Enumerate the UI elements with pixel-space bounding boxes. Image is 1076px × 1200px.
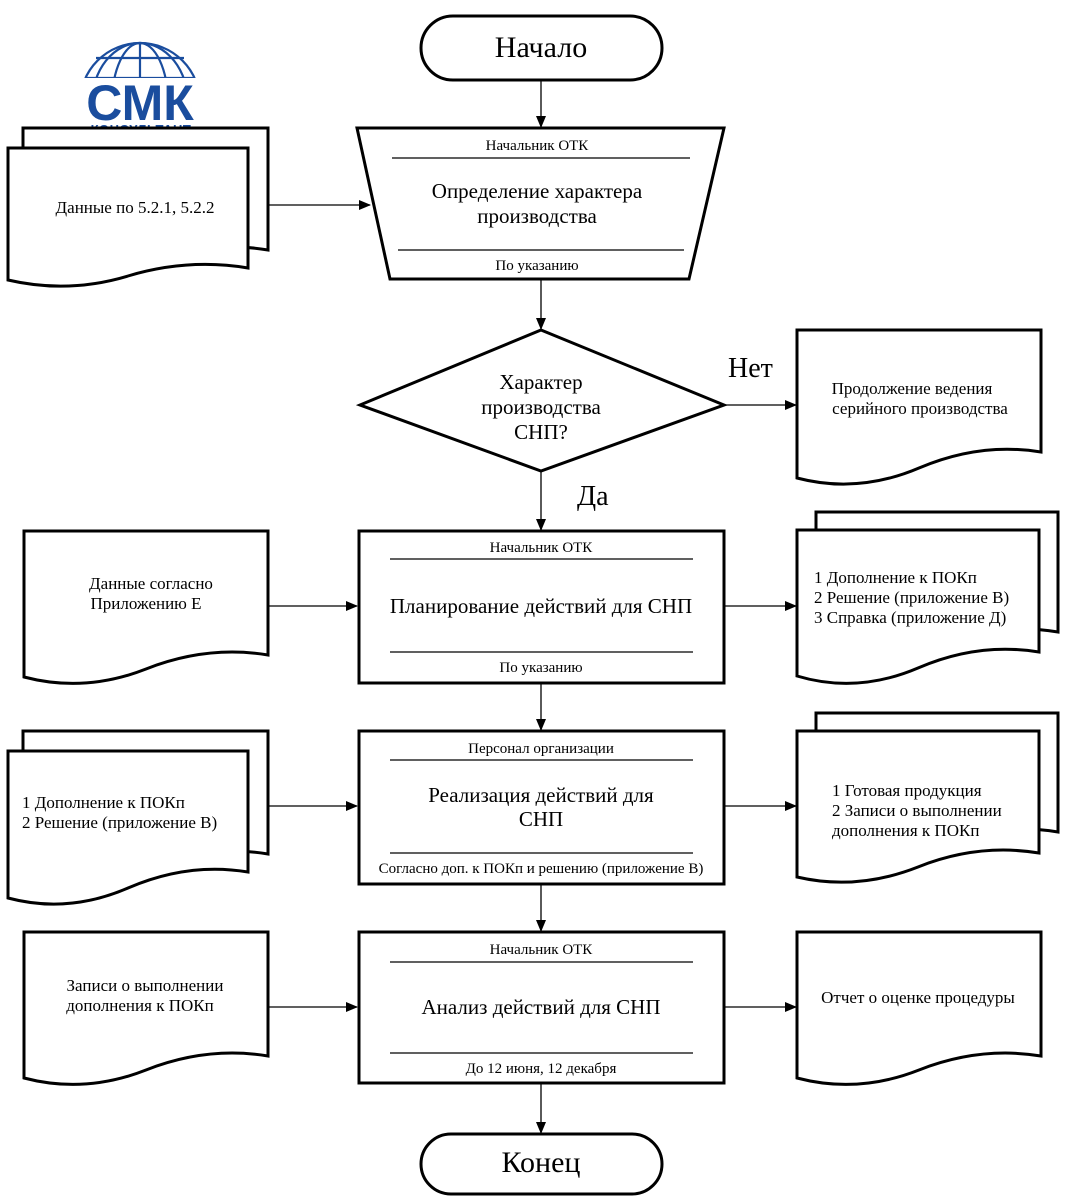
- process1-title-line2: производства: [477, 204, 597, 228]
- doc-in1-line1: Данные по 5.2.1, 5.2.2: [56, 198, 215, 217]
- process-planning: Начальник ОТК Планирование действий для …: [357, 529, 726, 685]
- start-label: Начало: [495, 31, 587, 64]
- doc-out4-line1: Отчет о оценке процедуры: [821, 988, 1015, 1007]
- doc-in2-line1: Данные согласно: [89, 574, 213, 593]
- process4-title: Анализ действий для СНП: [422, 995, 661, 1019]
- doc-out2-line1: 1 Дополнение к ПОКп: [814, 568, 977, 587]
- end-terminal: Конец: [419, 1132, 664, 1196]
- doc-in2-line2: Приложению Е: [90, 594, 201, 613]
- doc-out2-line2: 2 Решение (приложение В): [814, 588, 1009, 607]
- process4-role: Начальник ОТК: [490, 942, 594, 958]
- process1-timing: По указанию: [495, 258, 578, 274]
- process-determine-production: Начальник ОТК Определение характера прои…: [355, 126, 726, 281]
- doc-input-appendix-e: Данные согласно Приложению Е: [22, 529, 270, 685]
- decision-no-label: Нет: [728, 353, 773, 384]
- doc-in4-line2: дополнения к ПОКп: [66, 996, 213, 1015]
- doc-output-report: Отчет о оценке процедуры: [795, 930, 1043, 1086]
- decision-line3: СНП?: [514, 420, 568, 444]
- doc-output-serial-production: Продолжение ведения серийного производст…: [795, 328, 1043, 486]
- process3-title-line1: Реализация действий для: [428, 783, 654, 807]
- doc-in3-line2: 2 Решение (приложение В): [22, 813, 217, 832]
- decision-line2: производства: [481, 395, 601, 419]
- doc-in3-line1: 1 Дополнение к ПОКп: [22, 793, 185, 812]
- process3-title-line2: СНП: [519, 807, 563, 831]
- process-analysis: Начальник ОТК Анализ действий для СНП До…: [357, 930, 726, 1085]
- process2-title: Планирование действий для СНП: [390, 594, 692, 618]
- doc-input-data-521: Данные по 5.2.1, 5.2.2: [6, 126, 270, 288]
- decision-yes-label: Да: [577, 481, 609, 512]
- decision-snp: Характер производства СНП? Нет Да: [355, 328, 773, 512]
- doc-out2-line3: 3 Справка (приложение Д): [814, 608, 1006, 627]
- end-label: Конец: [502, 1146, 581, 1179]
- process2-role: Начальник ОТК: [490, 540, 594, 556]
- process1-role: Начальник ОТК: [486, 138, 590, 154]
- doc-out3-line3: дополнения к ПОКп: [832, 821, 979, 840]
- process3-timing: Согласно доп. к ПОКп и решению (приложен…: [379, 861, 704, 877]
- decision-line1: Характер: [499, 370, 582, 394]
- process1-title-line1: Определение характера: [432, 179, 643, 203]
- process2-timing: По указанию: [499, 660, 582, 676]
- doc-output-implementation: 1 Готовая продукция 2 Записи о выполнени…: [795, 711, 1060, 884]
- connectors: [268, 81, 797, 1134]
- process4-timing: До 12 июня, 12 декабря: [466, 1061, 617, 1077]
- doc-out-no-line1: Продолжение ведения: [832, 379, 993, 398]
- process3-role: Персонал организации: [468, 741, 614, 757]
- doc-out3-line1: 1 Готовая продукция: [832, 781, 982, 800]
- doc-input-analysis: Записи о выполнении дополнения к ПОКп: [22, 930, 270, 1086]
- doc-input-implementation: 1 Дополнение к ПОКп 2 Решение (приложени…: [6, 729, 270, 906]
- process-implementation: Персонал организации Реализация действий…: [357, 729, 726, 886]
- doc-output-planning: 1 Дополнение к ПОКп 2 Решение (приложени…: [795, 510, 1060, 685]
- start-terminal: Начало: [419, 14, 664, 82]
- doc-out-no-line2: серийного производства: [832, 399, 1008, 418]
- doc-in4-line1: Записи о выполнении: [67, 976, 224, 995]
- doc-out3-line2: 2 Записи о выполнении: [832, 801, 1002, 820]
